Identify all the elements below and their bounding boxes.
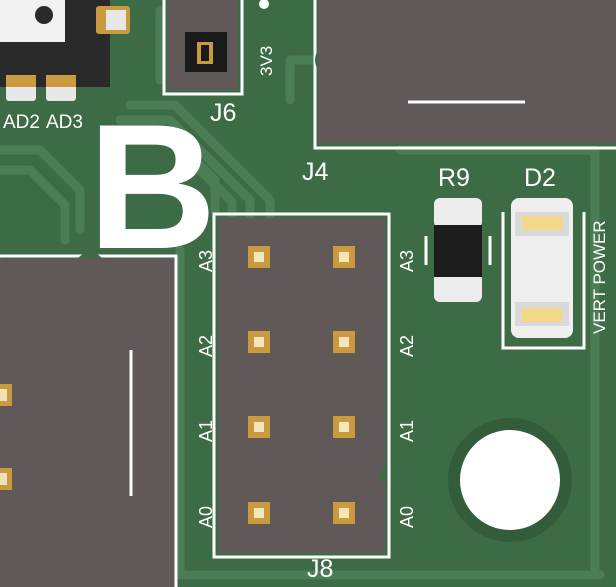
left-connector-pad-1-inner	[0, 389, 7, 401]
ad3-label: AD3	[46, 112, 83, 133]
big-letter-b: B	[88, 87, 217, 286]
j8-label: J8	[307, 555, 333, 583]
j8-notch	[379, 468, 385, 484]
j6-pin1-marker	[259, 0, 269, 9]
r9-label: R9	[438, 164, 470, 192]
j6-outline	[162, 0, 244, 96]
j6-pin-label: 3V3	[257, 46, 276, 76]
mounting-hole	[460, 430, 560, 530]
j8-outline	[212, 212, 391, 559]
copper-traces	[0, 5, 605, 580]
d2-label: D2	[524, 164, 556, 192]
top-left-hole	[35, 6, 53, 24]
j8-left-label: A0	[196, 506, 216, 528]
r9-body	[434, 225, 482, 277]
j8-left-label: A1	[196, 420, 216, 442]
r9-pad-bottom	[434, 272, 482, 302]
j6-label: J6	[210, 99, 236, 127]
left-connector-outline	[0, 254, 178, 587]
j8-right-label: A2	[397, 335, 417, 357]
j4-notch	[315, 50, 318, 70]
j4-outline	[313, 0, 616, 150]
r9-pad-top	[434, 198, 482, 228]
d2-outline	[501, 212, 586, 350]
ad2-label: AD2	[3, 112, 40, 133]
left-connector-pad-2-inner	[0, 473, 7, 485]
vert-power-label: VERT POWER	[590, 220, 609, 334]
j4-label: J4	[302, 158, 329, 186]
left-connector-body	[0, 258, 175, 587]
j8-right-label: A1	[397, 420, 417, 442]
j8-pads	[248, 246, 355, 524]
j8-body	[218, 218, 385, 553]
ad2-pad-gold	[6, 75, 36, 87]
j4-body	[318, 0, 616, 143]
d2-pad-bottom-gold	[522, 308, 562, 322]
d2-pad-top-gold	[522, 216, 562, 230]
ad3-pad-gold	[46, 75, 76, 87]
j6-pin-inner	[201, 45, 209, 61]
top-left-pad-inner	[106, 10, 126, 30]
j8-right-label: A0	[397, 506, 417, 528]
j8-left-label: A3	[196, 250, 216, 272]
top-left-component	[0, 0, 70, 42]
j8-left-label: A2	[196, 335, 216, 357]
left-connector-notch	[78, 252, 102, 258]
j8-right-label: A3	[397, 250, 417, 272]
